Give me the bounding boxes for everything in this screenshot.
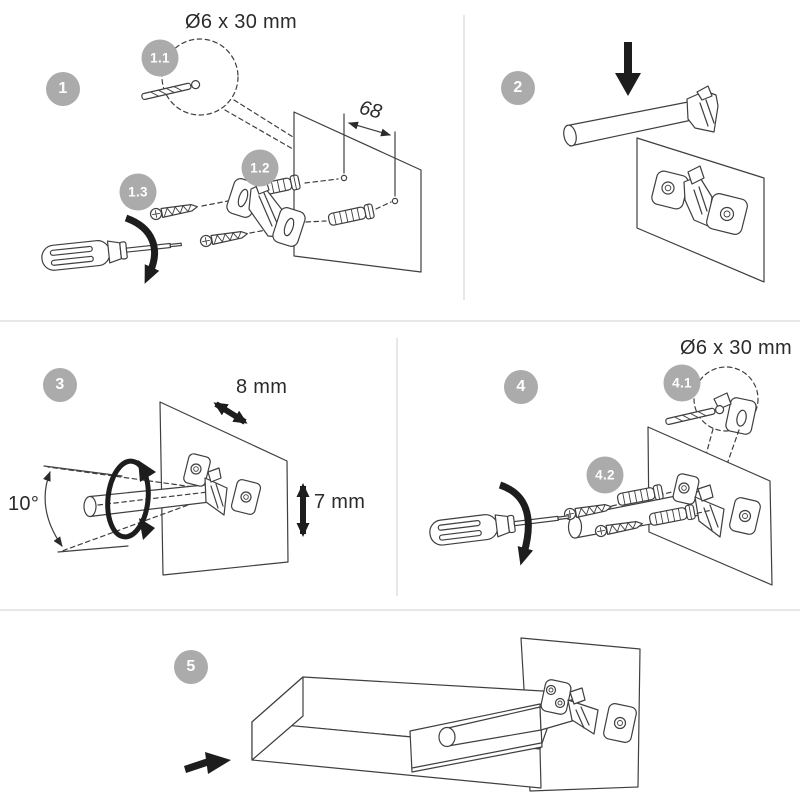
vertical-play-label: 7 mm — [314, 491, 366, 513]
drill-bit-icon — [140, 79, 201, 102]
wall-bracket — [540, 679, 637, 744]
wall-panel: 68 — [293, 97, 422, 273]
row-divider-1 — [0, 320, 800, 322]
column-divider-middle — [396, 338, 398, 596]
angle-label: 10° — [8, 493, 40, 515]
screwdriver-icon — [427, 503, 572, 548]
down-arrow-icon — [615, 42, 641, 96]
rotation-ring-icon — [105, 458, 156, 540]
hole-spacing-dimension: 68 — [357, 97, 384, 124]
step-badge-1-2: 1.2 — [241, 149, 279, 187]
wall-bracket — [651, 165, 748, 235]
step-badge-4-2: 4.2 — [586, 456, 624, 494]
wall-bracket — [183, 453, 262, 516]
screwdriver-icon — [40, 231, 184, 273]
step-badge-4: 4 — [504, 370, 538, 404]
rotate-clockwise-arrow-icon — [124, 214, 160, 284]
step-badge-5: 5 — [174, 650, 208, 684]
row-divider-2 — [0, 609, 800, 611]
step-badge-3: 3 — [43, 368, 77, 402]
angle-indicator — [43, 465, 211, 553]
shelf-board — [251, 676, 561, 789]
step-badge-4-1: 4.1 — [663, 364, 701, 402]
step-badge-1-1: 1.1 — [141, 39, 179, 77]
bracket-end-plate — [713, 392, 757, 435]
drill-detail-circle — [161, 38, 239, 116]
step-badge-1: 1 — [46, 72, 80, 106]
horizontal-play-label: 8 mm — [236, 376, 288, 398]
shelf-rod — [563, 85, 719, 147]
step2-illustration — [563, 42, 765, 283]
rotate-clockwise-arrow-icon — [498, 481, 534, 566]
screw-icon — [149, 200, 199, 221]
step-badge-1-3: 1.3 — [119, 173, 157, 211]
step1-illustration: 68 — [40, 38, 422, 284]
step-badge-2: 2 — [501, 71, 535, 105]
dimension-arrow — [348, 121, 391, 137]
drill-detail-circle — [693, 366, 759, 432]
wall-hole — [391, 197, 399, 205]
wall-hole — [340, 174, 348, 182]
step5-illustration — [184, 637, 641, 792]
shelf-rod — [83, 483, 219, 518]
screw-icon — [199, 227, 249, 248]
drill-size-label: Ø6 x 30 mm — [680, 337, 792, 359]
horizontal-play-arrow-icon — [213, 401, 248, 425]
wall-bracket — [672, 473, 761, 538]
mounting-bracket — [226, 178, 306, 247]
step3-illustration — [43, 401, 310, 576]
step4-illustration — [427, 366, 773, 586]
right-arrow-icon — [184, 752, 231, 774]
column-divider-top — [463, 15, 465, 300]
drill-size-label: Ø6 x 30 mm — [185, 11, 297, 33]
